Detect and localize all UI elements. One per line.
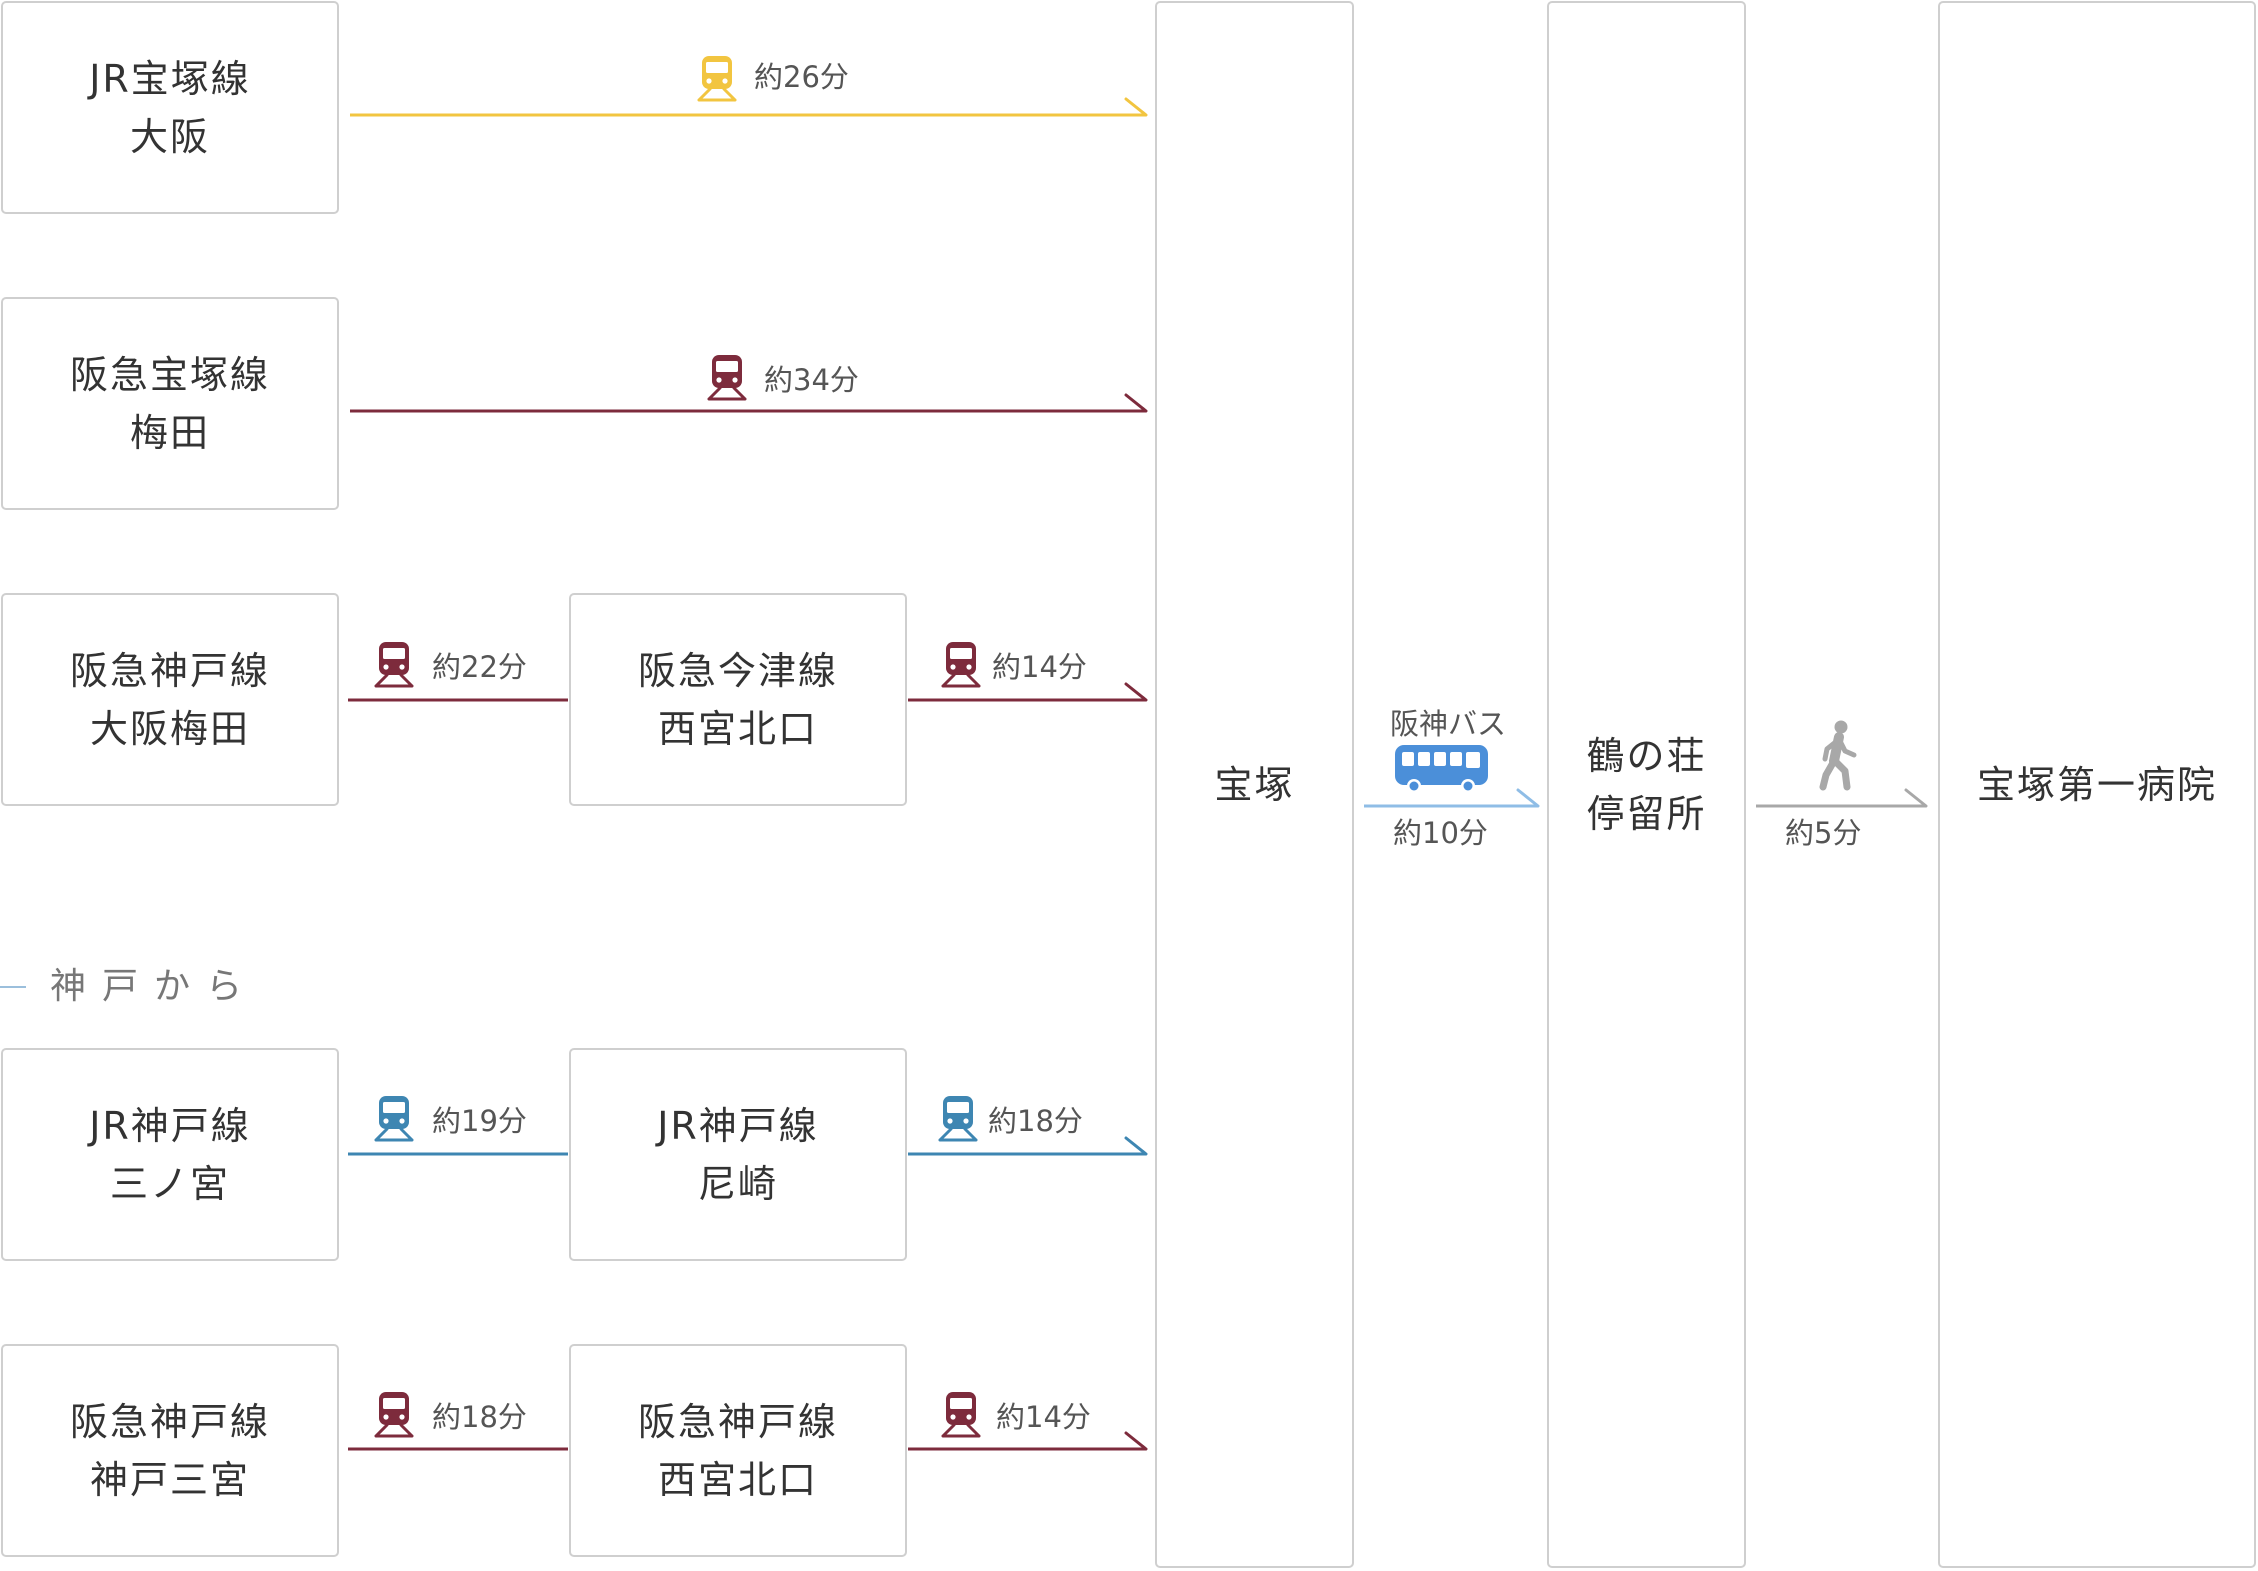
transfer-line: JR神戸線 (657, 1103, 819, 1148)
transfer-line: 阪急今津線 (637, 648, 838, 693)
train-icon (374, 1390, 414, 1438)
transfer-station: 尼崎 (697, 1161, 778, 1206)
line-nishinomiya2-takarazuka-arrowhead (1124, 1431, 1148, 1451)
hub-station-name: 宝塚 (1214, 762, 1295, 807)
train-icon (941, 640, 981, 688)
hub-takarazuka-station: 宝塚 (1155, 1, 1354, 1568)
line-walk-arrowhead (1904, 788, 1928, 808)
time-label-nishinomiya-takarazuka: 約14分 (992, 650, 1087, 684)
train-icon (697, 54, 737, 102)
line-osaka-jr-arrowhead (1124, 97, 1148, 117)
origin-hankyu-takarazuka-umeda: 阪急宝塚線 梅田 (1, 297, 339, 510)
origin-jr-takarazuka-osaka: JR宝塚線 大阪 (1, 1, 339, 214)
transfer-hankyu-kobe-nishinomiyakitaguchi: 阪急神戸線 西宮北口 (569, 1344, 907, 1557)
line-bus-arrowhead (1516, 788, 1540, 808)
time-label-osaka-jr: 約26分 (754, 60, 849, 94)
train-icon (941, 1390, 981, 1438)
bus-stop-tsurunoso: 鶴の荘 停留所 (1547, 1, 1746, 1568)
origin-line: 阪急宝塚線 (69, 352, 270, 397)
train-icon (938, 1094, 978, 1142)
transfer-station: 西宮北口 (657, 706, 818, 751)
train-icon (374, 640, 414, 688)
transfer-station: 西宮北口 (657, 1457, 818, 1502)
transfer-hankyu-imazu-nishinomiyakitaguchi: 阪急今津線 西宮北口 (569, 593, 907, 806)
line-nishinomiya-takarazuka-arrowhead (1124, 682, 1148, 702)
origin-line: JR神戸線 (89, 1103, 251, 1148)
origin-line: JR宝塚線 (89, 56, 251, 101)
train-icon (707, 353, 747, 401)
bus-operator-label: 阪神バス (1390, 707, 1507, 741)
time-label-osakaumeda-nishinomiya: 約22分 (432, 650, 527, 684)
train-icon (374, 1094, 414, 1142)
origin-station: 大阪 (129, 114, 210, 159)
origin-hankyu-kobe-kobesannomiya: 阪急神戸線 神戸三宮 (1, 1344, 339, 1557)
section-heading-from-kobe: 神戸から (50, 966, 259, 1007)
time-label-walk: 約5分 (1785, 816, 1862, 850)
heading-dash (0, 986, 26, 988)
bus-stop-name-line2: 停留所 (1586, 791, 1707, 836)
time-label-nishinomiya2-takarazuka: 約14分 (996, 1400, 1091, 1434)
walking-person-icon (1819, 720, 1857, 791)
transfer-line: 阪急神戸線 (637, 1399, 838, 1444)
destination-name: 宝塚第一病院 (1976, 762, 2217, 807)
time-label-sannomiya-amagasaki: 約19分 (432, 1104, 527, 1138)
bus-icon (1395, 745, 1488, 793)
origin-station: 大阪梅田 (89, 706, 250, 751)
time-label-kobesannomiya-nishinomiya: 約18分 (432, 1400, 527, 1434)
origin-line: 阪急神戸線 (69, 648, 270, 693)
origin-station: 神戸三宮 (89, 1457, 250, 1502)
origin-station: 梅田 (129, 410, 210, 455)
time-label-bus: 約10分 (1393, 816, 1488, 850)
bus-stop-name-line1: 鶴の荘 (1586, 733, 1707, 778)
origin-station: 三ノ宮 (109, 1161, 230, 1206)
origin-hankyu-kobe-osakaumeda: 阪急神戸線 大阪梅田 (1, 593, 339, 806)
transfer-jr-kobe-amagasaki: JR神戸線 尼崎 (569, 1048, 907, 1261)
time-label-umeda-hankyu: 約34分 (764, 363, 859, 397)
line-amagasaki-takarazuka-arrowhead (1124, 1136, 1148, 1156)
time-label-amagasaki-takarazuka: 約18分 (988, 1104, 1083, 1138)
line-umeda-hankyu-arrowhead (1124, 393, 1148, 413)
origin-line: 阪急神戸線 (69, 1399, 270, 1444)
origin-jr-kobe-sannomiya: JR神戸線 三ノ宮 (1, 1048, 339, 1261)
destination-hospital: 宝塚第一病院 (1938, 1, 2256, 1568)
